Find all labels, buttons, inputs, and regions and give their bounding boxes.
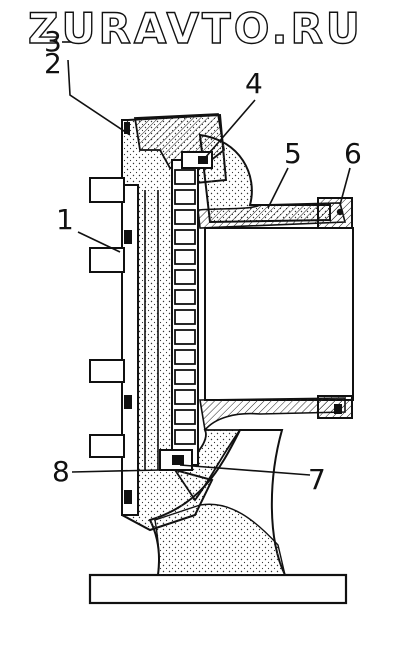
bottom-seal-inner (172, 455, 184, 465)
nuts (124, 122, 132, 504)
impeller-blades (174, 169, 196, 445)
leader-4 (204, 99, 256, 159)
outlet-pipe-bottom-wall (199, 397, 346, 432)
callout-6: 6 (344, 137, 362, 170)
outlet-bore (204, 227, 354, 401)
callout-8: 8 (52, 455, 70, 488)
top-seal-inner (198, 156, 208, 164)
studs (89, 177, 125, 458)
callout-5: 5 (284, 137, 302, 170)
bolt-6 (336, 208, 344, 216)
leader-1 (77, 231, 121, 253)
leader-lines (62, 41, 351, 476)
outlet-flange-top (317, 197, 353, 229)
leader-2 (67, 59, 131, 136)
cover-plate (121, 184, 139, 516)
base-plate (88, 573, 348, 605)
watermark: ZURAVTO.RU (27, 3, 363, 53)
callout-3: 3 (44, 25, 62, 58)
leader-7 (179, 464, 311, 476)
callout-2: 2 (44, 47, 62, 80)
pedestal-hatched-region (154, 503, 286, 576)
callout-7: 7 (308, 463, 326, 496)
callout-1: 1 (56, 203, 74, 236)
callout-4: 4 (245, 67, 263, 100)
bolt-bottom (334, 404, 342, 414)
leader-6 (339, 167, 351, 206)
leader-5 (267, 167, 289, 209)
leader-8 (71, 469, 161, 473)
